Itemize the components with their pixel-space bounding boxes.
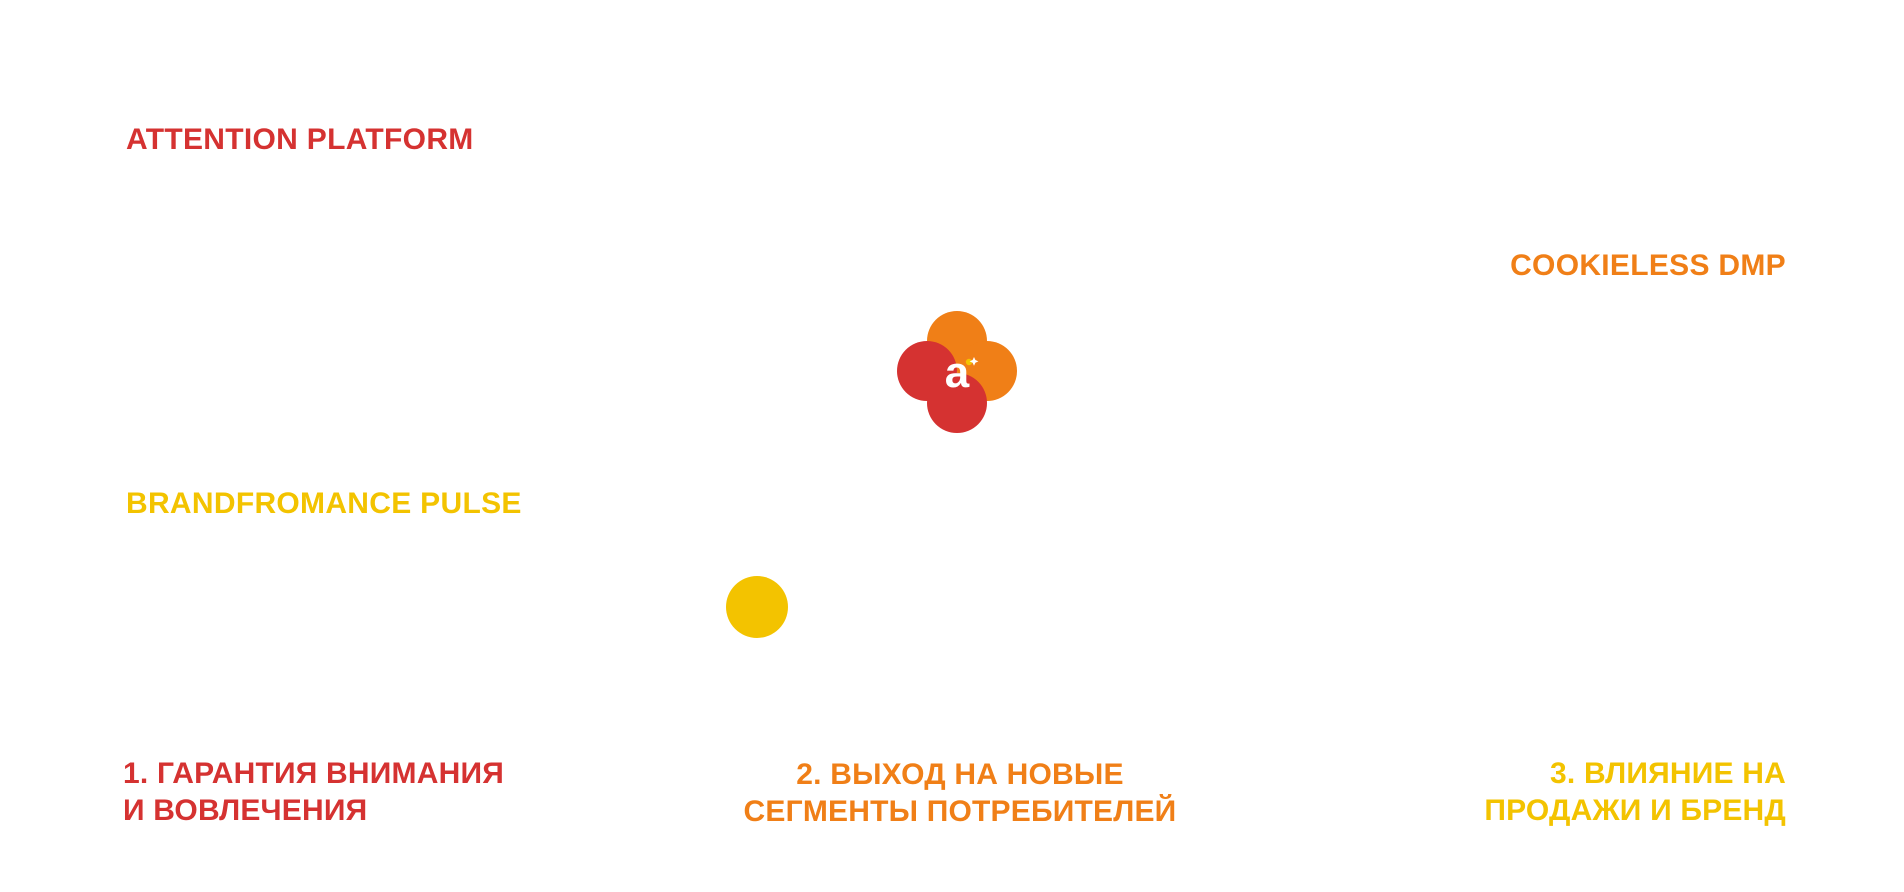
- logo-letter: a: [945, 348, 970, 397]
- benefit-2: 2. ВЫХОД НА НОВЫЕ СЕГМЕНТЫ ПОТРЕБИТЕЛЕЙ: [740, 756, 1180, 830]
- benefit-1-line-1: 1. ГАРАНТИЯ ВНИМАНИЯ: [123, 757, 504, 790]
- yellow-dot-marker: [726, 576, 788, 638]
- logo-sparkle-icon: [969, 357, 979, 366]
- flower-logo-icon: a: [897, 311, 1017, 433]
- logo-petal-bottom: [927, 373, 987, 433]
- benefit-3-line-1: 3. ВЛИЯНИЕ НА: [1550, 757, 1786, 790]
- attention-platform-label: ATTENTION PLATFORM: [126, 123, 474, 156]
- benefit-1-line-2: И ВОВЛЕЧЕНИЯ: [123, 794, 368, 827]
- benefit-2-line-1: 2. ВЫХОД НА НОВЫЕ: [796, 758, 1124, 791]
- brandfromance-pulse-label: BRANDFROMANCE PULSE: [126, 487, 522, 520]
- benefit-3-line-2: ПРОДАЖИ И БРЕНД: [1484, 794, 1786, 827]
- logo-dot: [965, 358, 973, 366]
- benefit-1: 1. ГАРАНТИЯ ВНИМАНИЯ И ВОВЛЕЧЕНИЯ: [123, 755, 504, 829]
- benefit-2-line-2: СЕГМЕНТЫ ПОТРЕБИТЕЛЕЙ: [743, 795, 1177, 828]
- benefit-3: 3. ВЛИЯНИЕ НА ПРОДАЖИ И БРЕНД: [1484, 755, 1786, 829]
- cookieless-dmp-label: COOKIELESS DMP: [1510, 249, 1786, 282]
